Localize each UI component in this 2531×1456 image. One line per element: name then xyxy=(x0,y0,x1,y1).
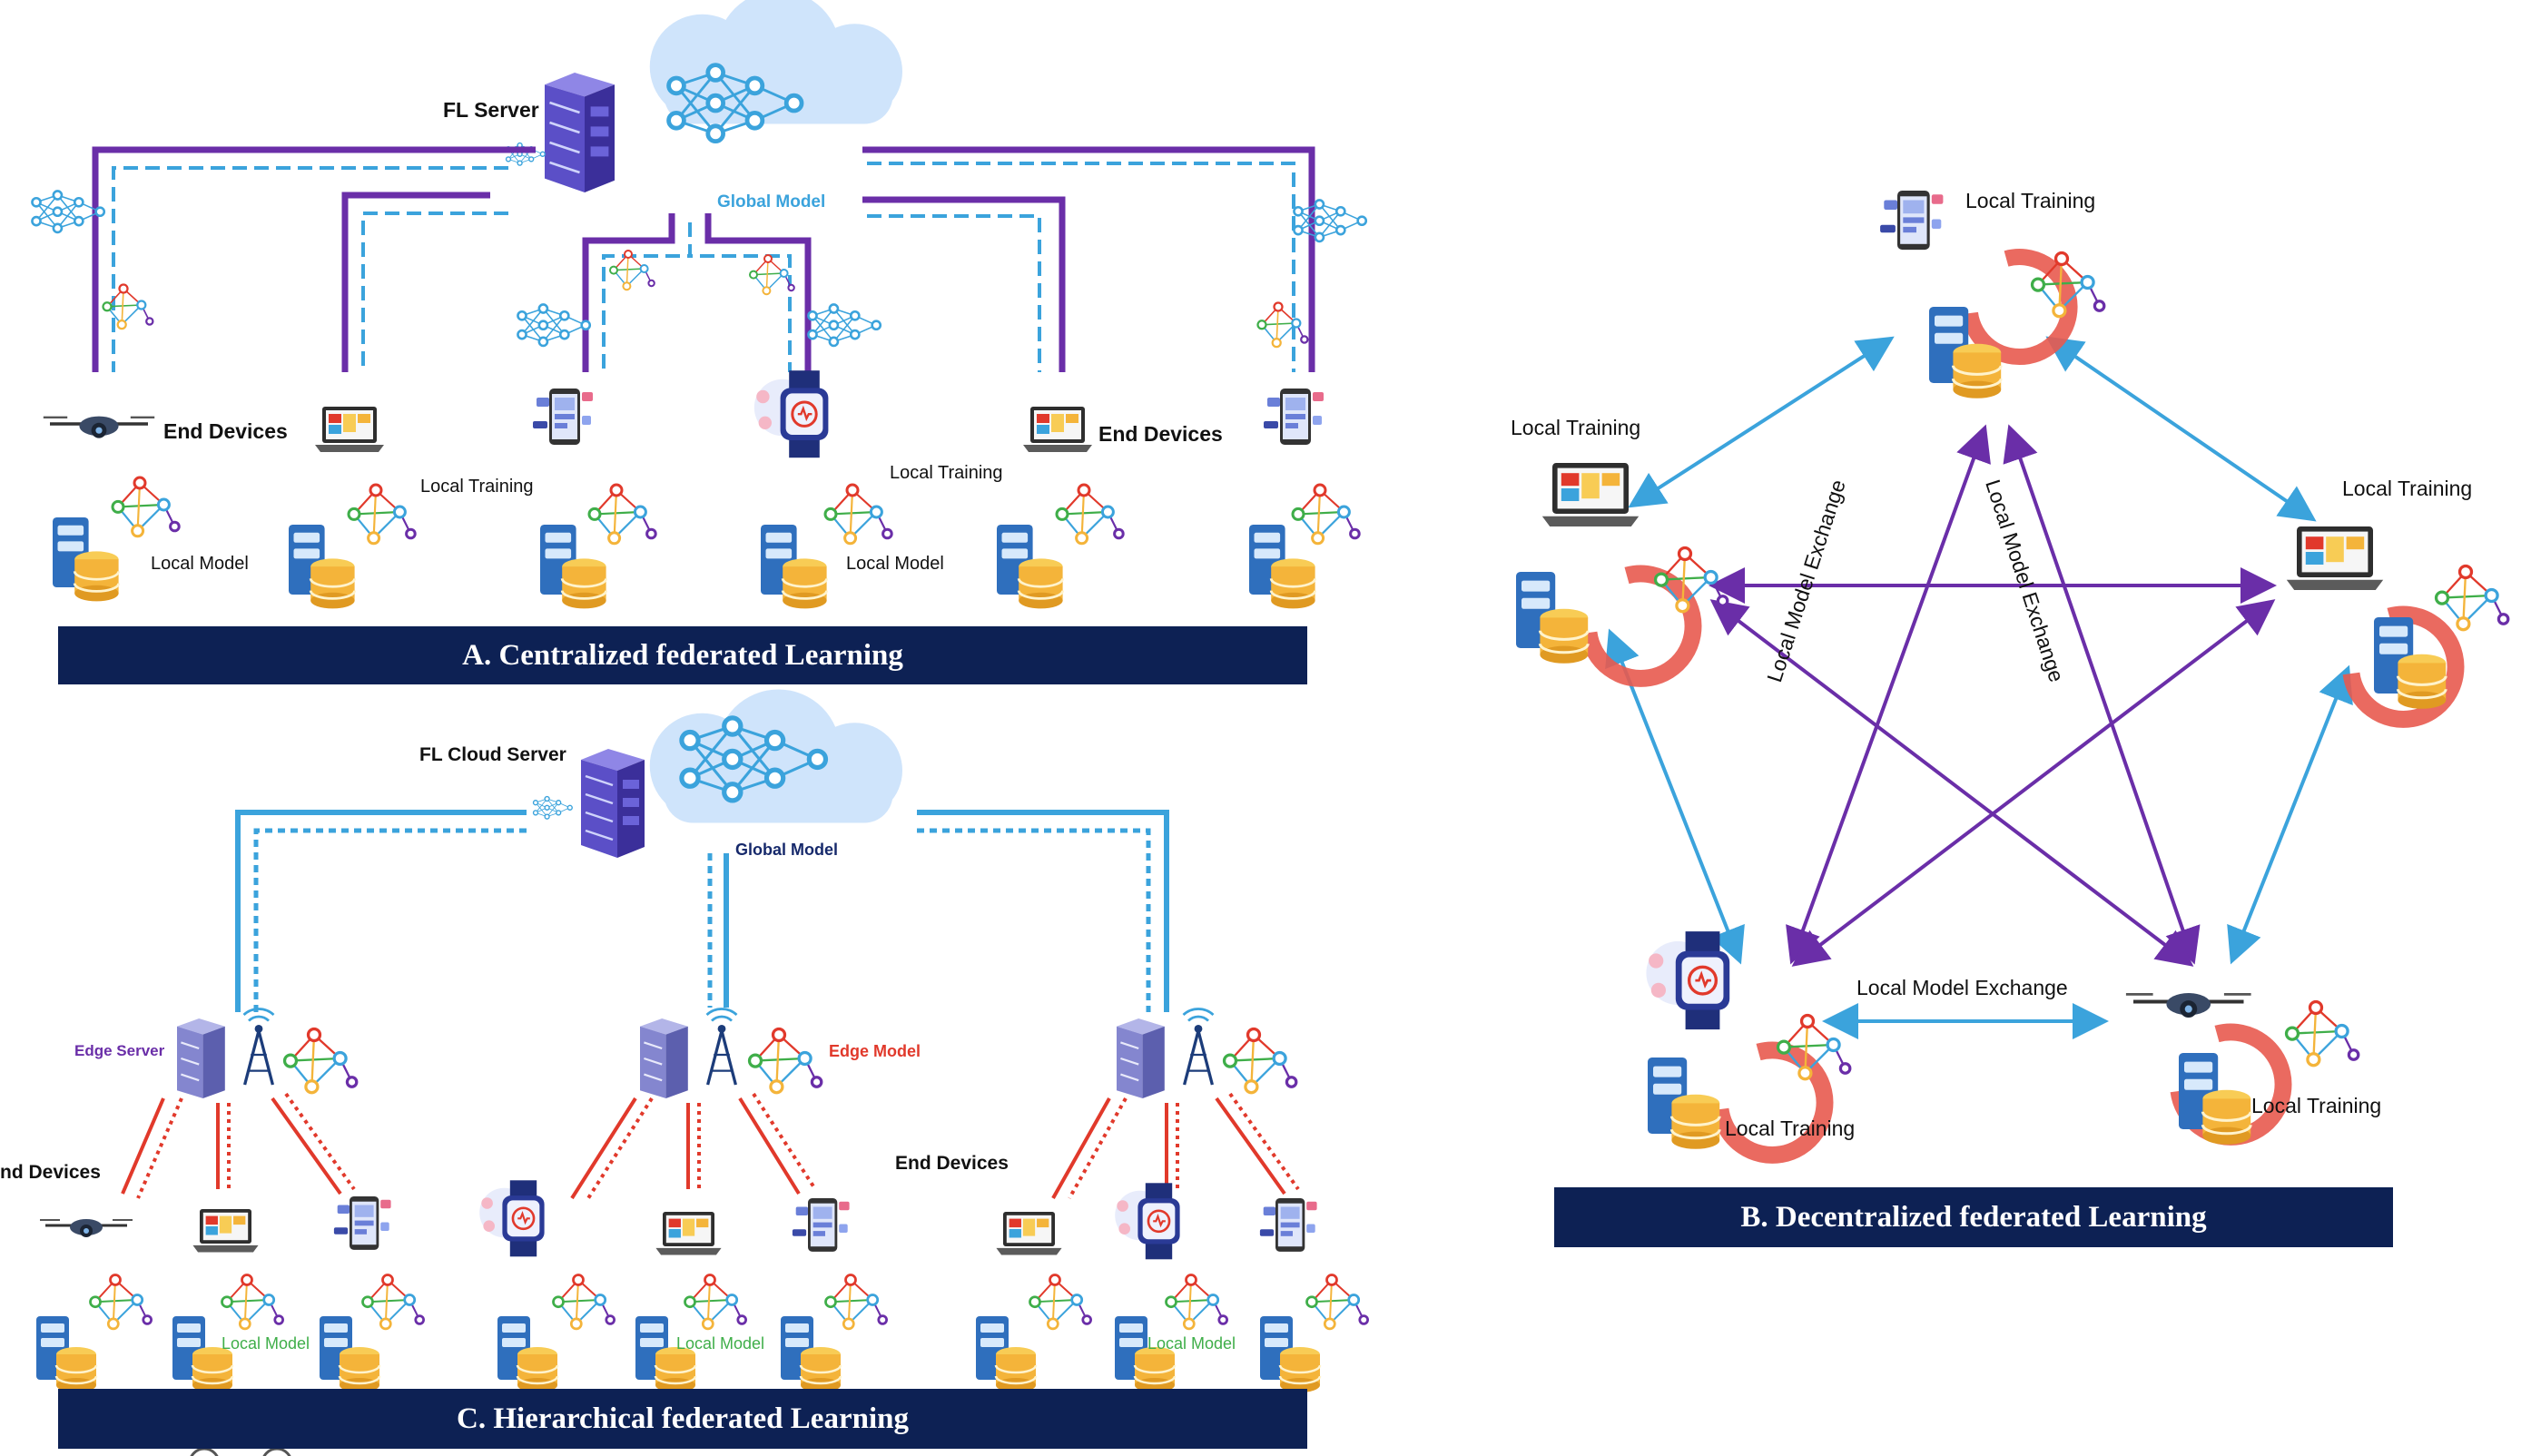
end-devices-label-right: End Devices xyxy=(1098,422,1223,446)
end-devices-label-c-left: nd Devices xyxy=(0,1162,101,1183)
local-training-label-2: Local Training xyxy=(890,463,1003,483)
local-training-label-left: Local Training xyxy=(1511,416,1641,439)
local-model-label-c2: Local Model xyxy=(676,1334,765,1353)
local-model-label-c1: Local Model xyxy=(222,1334,310,1353)
local-training-label-1: Local Training xyxy=(420,477,534,497)
local-model-exchange-label-bottom: Local Model Exchange xyxy=(1856,976,2068,999)
fl-server-label: FL Server xyxy=(443,98,539,122)
fl-cloud-server-label: FL Cloud Server xyxy=(419,744,566,765)
local-model-label-c3: Local Model xyxy=(1147,1334,1236,1353)
banner-a: A. Centralized federated Learning xyxy=(58,626,1307,684)
local-model-label-1: Local Model xyxy=(151,554,249,574)
local-training-label-bottom-right: Local Training xyxy=(2251,1094,2382,1117)
banner-b: B. Decentralized federated Learning xyxy=(1554,1187,2393,1247)
local-model-label-2: Local Model xyxy=(846,554,944,574)
edge-model-label: Edge Model xyxy=(829,1042,921,1060)
global-model-label: Global Model xyxy=(717,192,826,212)
global-model-label-c: Global Model xyxy=(735,841,839,859)
local-training-label-top: Local Training xyxy=(1965,189,2096,212)
local-training-label-right: Local Training xyxy=(2342,477,2473,500)
end-devices-label-c-right: End Devices xyxy=(895,1153,1009,1174)
panel-b xyxy=(1514,191,2510,1155)
edge-artifacts xyxy=(190,1447,291,1456)
end-devices-label-left: End Devices xyxy=(163,419,288,443)
edge-server-label: Edge Server xyxy=(74,1042,165,1059)
panel-a xyxy=(31,0,1368,610)
banner-c: C. Hierarchical federated Learning xyxy=(58,1389,1307,1449)
panel-c xyxy=(34,689,1369,1394)
local-training-label-bottom-left: Local Training xyxy=(1725,1117,1856,1140)
